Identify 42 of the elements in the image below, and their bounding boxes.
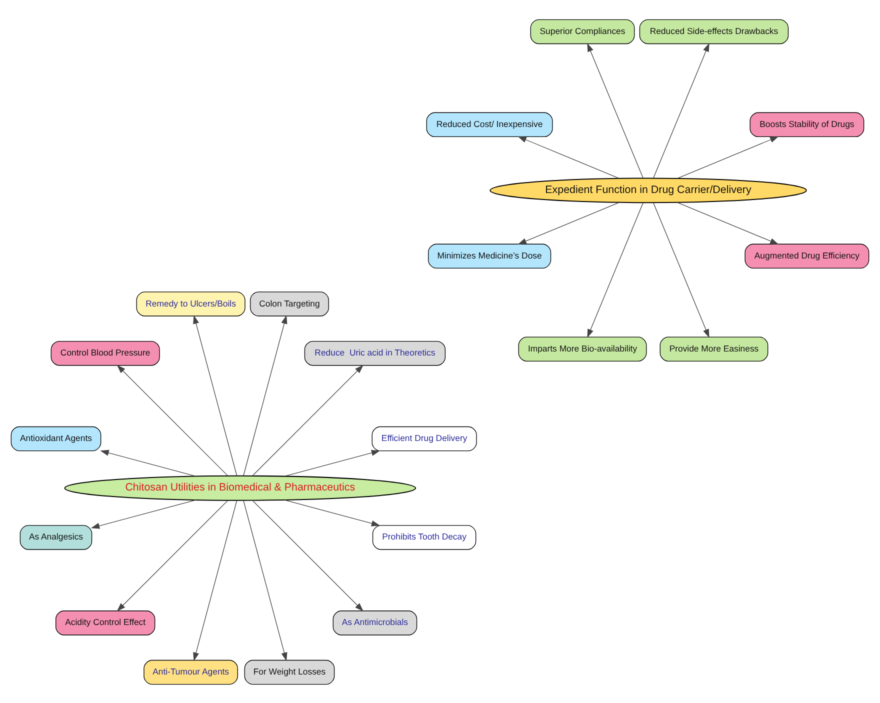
- arrow: [587, 202, 644, 338]
- node-box: Antioxidant Agents: [10, 426, 102, 451]
- arrow: [116, 500, 228, 611]
- node-box: Prohibits Tooth Decay: [372, 524, 476, 550]
- arrow: [587, 42, 644, 178]
- node-box: Superior Compliances: [530, 18, 635, 44]
- node-box: As Antimicrobials: [332, 610, 418, 635]
- node-box: For Weight Losses: [244, 659, 335, 684]
- node-box: Remedy to Ulcers/Boils: [136, 291, 246, 316]
- node-box: Colon Targeting: [250, 291, 329, 316]
- node-box: Provide More Easiness: [660, 336, 768, 361]
- arrow: [243, 314, 288, 476]
- arrow: [284, 499, 380, 526]
- arrow: [243, 500, 288, 661]
- node-box: As Analgesics: [20, 524, 92, 550]
- arrow: [284, 449, 380, 476]
- arrow: [653, 202, 710, 338]
- node-box: Acidity Control Effect: [56, 610, 156, 635]
- node-box: Reduce Uric acid in Theoretics: [304, 340, 446, 366]
- node-ellipse: Expedient Function in Drug Carrier/Delivery: [490, 177, 807, 203]
- node-box: Anti-Tumour Agents: [144, 659, 238, 684]
- arrow: [677, 136, 779, 178]
- arrow: [90, 499, 196, 528]
- node-box: Efficient Drug Delivery: [372, 426, 477, 451]
- arrow: [677, 202, 779, 244]
- node-box: Augmented Drug Efficiency: [744, 243, 870, 268]
- arrow: [100, 449, 196, 476]
- node-box: Boosts Stability of Drugs: [750, 112, 864, 137]
- arrow: [252, 364, 364, 476]
- node-ellipse: Chitosan Utilities in Biomedical & Pharmaceutics: [64, 474, 416, 500]
- arrow: [518, 202, 620, 244]
- node-box: Imparts More Bio-availability: [518, 336, 647, 361]
- arrow: [252, 500, 364, 611]
- node-box: Control Blood Pressure: [50, 340, 160, 366]
- node-box: Minimizes Medicine’s Dose: [428, 243, 552, 268]
- node-box: Reduced Cost/ Inexpensive: [426, 112, 553, 137]
- arrow: [193, 500, 238, 661]
- arrow: [518, 136, 620, 178]
- arrow: [116, 364, 228, 476]
- arrow: [193, 314, 238, 476]
- arrow: [653, 42, 710, 178]
- node-box: Reduced Side-effects Drawbacks: [639, 18, 789, 44]
